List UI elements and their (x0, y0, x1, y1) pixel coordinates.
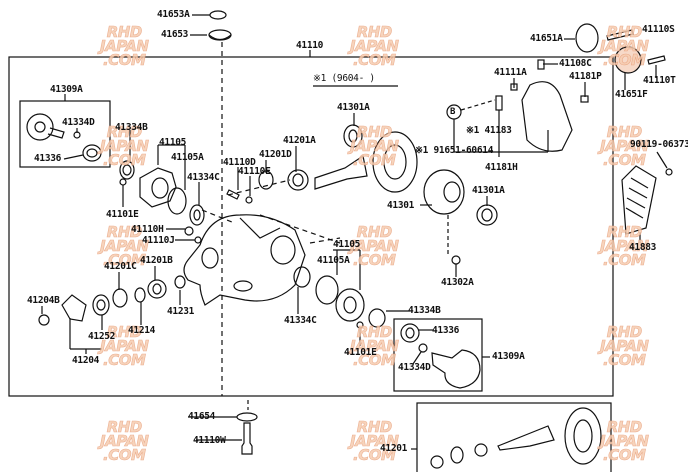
part-label-41653[interactable]: 41653 (161, 29, 189, 40)
part-label-41651A[interactable]: 41651A (530, 33, 563, 44)
part-label-41201C[interactable]: 41201C (104, 261, 137, 272)
part-label-41105-bottom[interactable]: 41105 (333, 239, 361, 250)
part-label-41110D[interactable]: 41110D (223, 157, 256, 168)
part-label-41336-top[interactable]: 41336 (34, 153, 62, 164)
part-label-41214[interactable]: 41214 (128, 325, 156, 336)
part-label-41110H[interactable]: 41110H (131, 224, 164, 235)
carrier-housing (183, 214, 306, 306)
part-label-91651-60614[interactable]: ※1 91651-60614 (415, 145, 494, 156)
part-label-41654[interactable]: 41654 (188, 411, 216, 422)
part-label-41653A[interactable]: 41653A (157, 9, 190, 20)
grille-41883 (621, 165, 657, 235)
part-label-41110[interactable]: 41110 (296, 40, 324, 51)
part-label-41231[interactable]: 41231 (167, 306, 195, 317)
part-label-41105A-bottom[interactable]: 41105A (317, 255, 350, 266)
part-label-41334B-bottom[interactable]: 41334B (408, 305, 441, 316)
main-assembly-frame (8, 56, 614, 397)
part-label-41110S[interactable]: 41110S (642, 24, 675, 35)
part-label-41334C-top[interactable]: 41334C (187, 172, 220, 183)
part-label-41181H[interactable]: 41181H (485, 162, 518, 173)
part-label-41336-bottom[interactable]: 41336 (432, 325, 460, 336)
part-label-41309A-bottom[interactable]: 41309A (492, 351, 525, 362)
part-label-41301[interactable]: 41301 (387, 200, 415, 211)
part-label-41101E-top[interactable]: 41101E (106, 209, 139, 220)
diff-cover (521, 81, 573, 152)
part-label-41201D[interactable]: 41201D (259, 149, 292, 160)
part-label-41110T[interactable]: 41110T (643, 75, 676, 86)
part-label-41301A-bottom[interactable]: 41301A (472, 185, 505, 196)
note-date-range: ※1 (9604- ) (313, 73, 375, 84)
part-label-41105A-top[interactable]: 41105A (171, 152, 204, 163)
box-41201 (416, 402, 612, 472)
part-label-41201A[interactable]: 41201A (283, 135, 316, 146)
part-label-41110E[interactable]: 41110E (238, 166, 271, 177)
part-label-41651F[interactable]: 41651F (615, 89, 648, 100)
part-label-41105-top[interactable]: 41105 (159, 137, 187, 148)
note-ref-marker-b: B (450, 107, 456, 117)
cap-41653 (208, 29, 232, 41)
box-41309A-bottom (393, 318, 483, 392)
part-label-41181P[interactable]: 41181P (569, 71, 602, 82)
part-label-41204B[interactable]: 41204B (27, 295, 60, 306)
part-label-41334C-bottom[interactable]: 41334C (284, 315, 317, 326)
part-label-41883[interactable]: 41883 (629, 242, 657, 253)
diff-case (423, 169, 465, 215)
part-label-41101E-bottom[interactable]: 41101E (344, 347, 377, 358)
part-label-41110W[interactable]: 41110W (193, 435, 226, 446)
cap-41651A (575, 23, 599, 53)
part-label-41111A[interactable]: 41111A (494, 67, 527, 78)
cap-41653A (209, 10, 227, 20)
part-label-41301A-top[interactable]: 41301A (337, 102, 370, 113)
part-label-41204[interactable]: 41204 (72, 355, 100, 366)
part-label-41201[interactable]: 41201 (380, 443, 408, 454)
part-label-41252[interactable]: 41252 (88, 331, 116, 342)
part-label-41108C[interactable]: 41108C (559, 58, 592, 69)
part-label-41334B-top[interactable]: 41334B (115, 122, 148, 133)
part-label-41183[interactable]: ※1 41183 (466, 125, 512, 136)
part-label-41302A[interactable]: 41302A (441, 277, 474, 288)
part-label-41334D-bottom[interactable]: 41334D (398, 362, 431, 373)
part-label-90119-06373[interactable]: 90119-06373 (630, 139, 688, 150)
part-label-41110J[interactable]: 41110J (142, 235, 175, 246)
part-label-41309A-top[interactable]: 41309A (50, 84, 83, 95)
ring-gear (372, 131, 418, 193)
part-label-41334D-top[interactable]: 41334D (62, 117, 95, 128)
part-label-41201B[interactable]: 41201B (140, 255, 173, 266)
